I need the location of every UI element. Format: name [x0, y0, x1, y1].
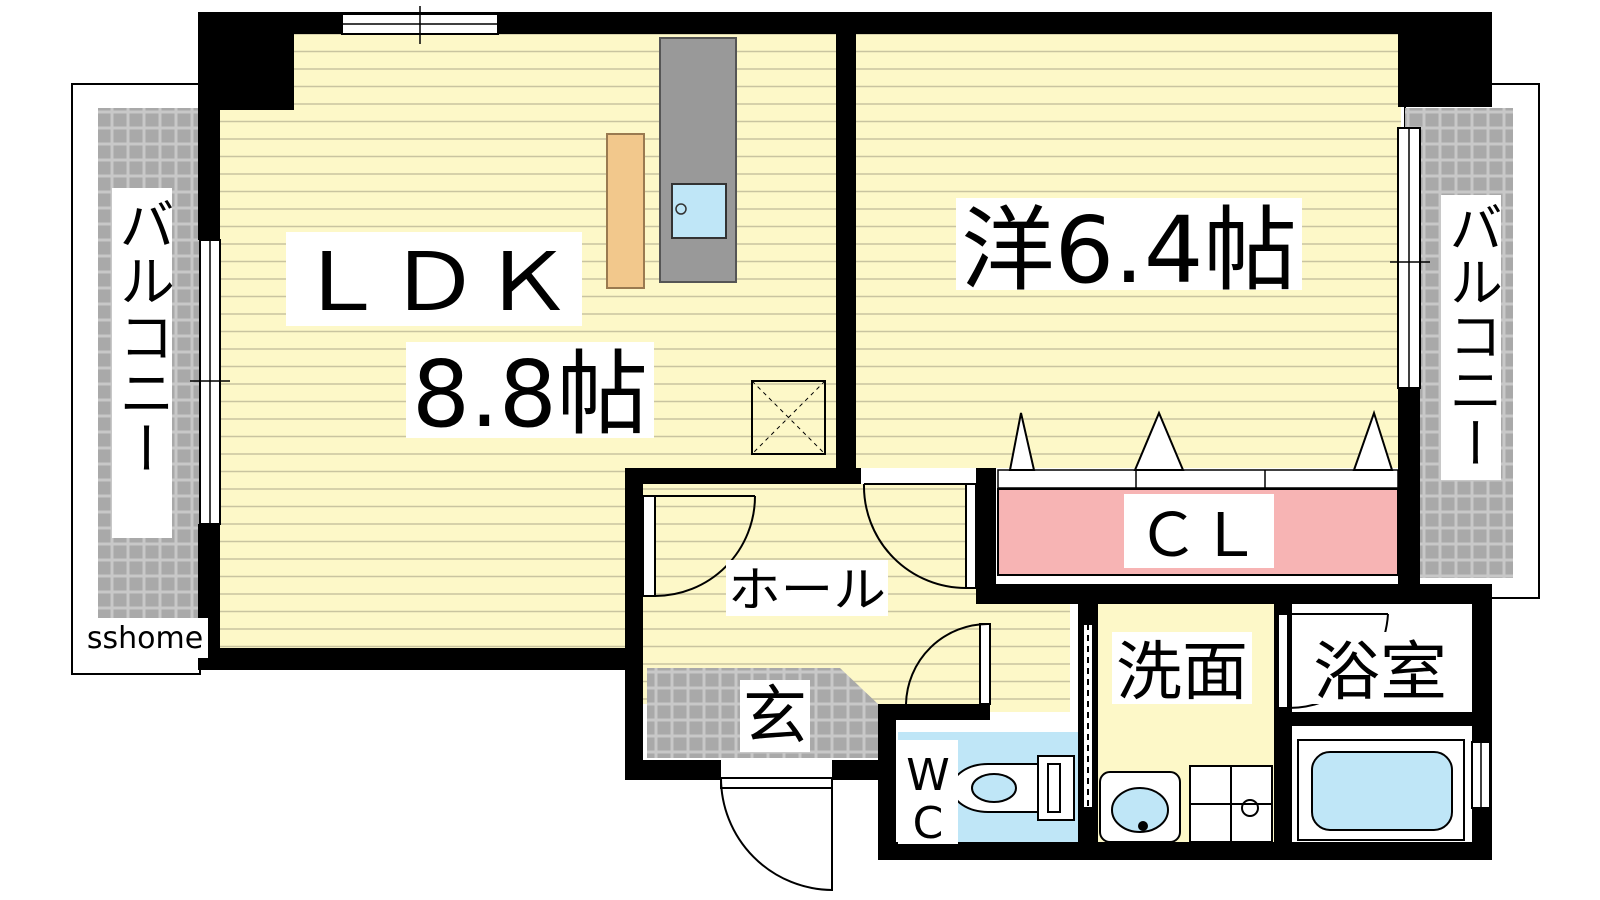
door-western — [862, 483, 977, 589]
wc-label-c: C — [913, 798, 944, 849]
balcony-left-label: バルコニー — [110, 196, 175, 476]
door-wc — [905, 623, 991, 705]
ldk-size-label: 8.8帖 — [412, 341, 648, 448]
entrance-label: 玄 — [743, 680, 807, 754]
window-western-right — [1390, 127, 1430, 389]
washbasin-icon — [1099, 765, 1273, 843]
ceiling-hatch-icon — [751, 380, 826, 455]
toilet-icon — [951, 755, 1075, 821]
door-washroom — [1082, 623, 1094, 809]
kitchen-counter — [606, 37, 737, 289]
watermark: sshome — [87, 621, 203, 656]
western-room-label: 洋6.4帖 — [961, 197, 1297, 304]
bathroom-label: 浴室 — [1313, 636, 1447, 710]
balcony-right — [1404, 83, 1540, 599]
door-swing-icon — [642, 495, 756, 597]
walls — [198, 12, 1492, 860]
window-bathroom — [1471, 741, 1491, 809]
washroom-label: 洗面 — [1116, 636, 1248, 710]
door-front — [720, 777, 833, 892]
balcony-left — [71, 83, 201, 675]
bathtub-icon — [1297, 739, 1465, 841]
wc-label-w: W — [906, 750, 950, 801]
balcony-right-label: バルコニー — [1440, 200, 1503, 470]
closet-label: ＣＬ — [1137, 501, 1261, 571]
kitchen-sink-icon — [671, 183, 727, 239]
window-ldk-left — [190, 239, 230, 525]
ldk-label: ＬＤＫ — [294, 236, 574, 329]
sliding-window-icon — [341, 6, 499, 44]
hall-label: ホール — [728, 562, 886, 618]
